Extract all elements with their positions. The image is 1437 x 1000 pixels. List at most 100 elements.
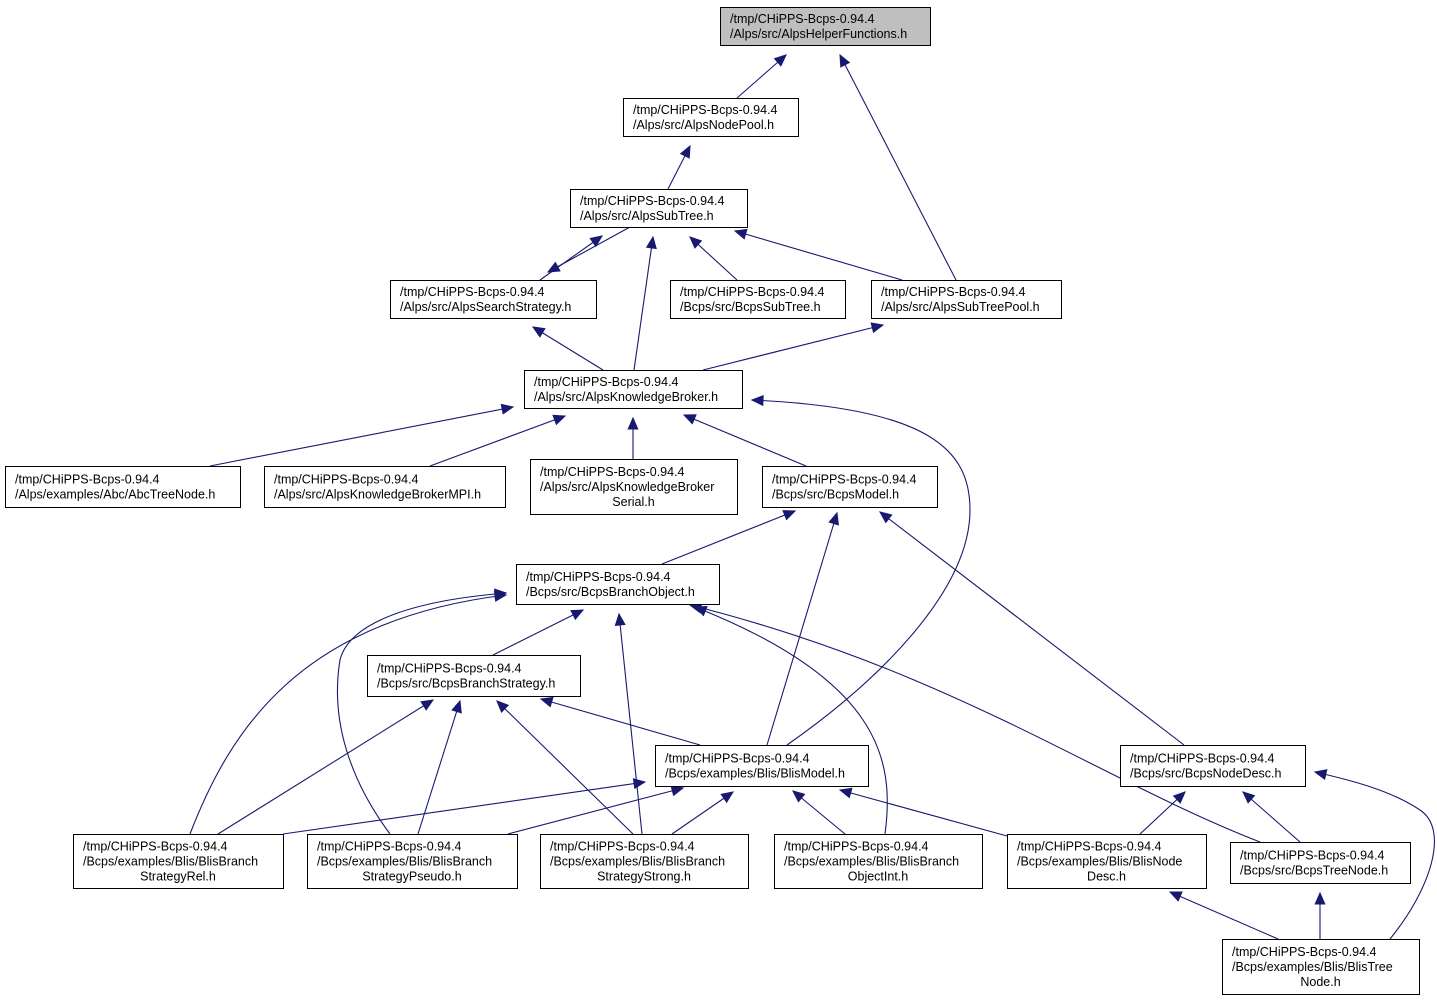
arrowhead-icon — [1242, 791, 1256, 804]
edge-line — [217, 699, 434, 835]
node-box — [5, 466, 241, 508]
node-label-line: Serial.h — [612, 495, 654, 509]
edge-line — [1169, 891, 1279, 940]
node-label-line: /Bcps/src/BcpsTreeNode.h — [1240, 864, 1388, 878]
node-branchobject[interactable]: /tmp/CHiPPS-Bcps-0.94.4/Bcps/src/BcpsBra… — [516, 564, 720, 605]
arrowhead-icon — [627, 416, 639, 430]
node-label-line: /Bcps/src/BcpsNodeDesc.h — [1130, 767, 1281, 781]
node-boint[interactable]: /tmp/CHiPPS-Bcps-0.94.4/Bcps/examples/Bl… — [774, 834, 983, 889]
node-kbrokerserial[interactable]: /tmp/CHiPPS-Bcps-0.94.4/Alps/src/AlpsKno… — [530, 459, 738, 515]
arrowhead-icon — [782, 510, 797, 521]
edge-line — [507, 787, 684, 835]
node-subtree[interactable]: /tmp/CHiPPS-Bcps-0.94.4/Alps/src/AlpsSub… — [570, 189, 748, 228]
node-label-line: /tmp/CHiPPS-Bcps-0.94.4 — [534, 375, 679, 389]
node-kbrokermpi[interactable]: /tmp/CHiPPS-Bcps-0.94.4/Alps/src/AlpsKno… — [264, 466, 506, 508]
node-label-line: /Alps/examples/Abc/AbcTreeNode.h — [15, 488, 215, 502]
edge-blismodel-to-kbroker — [750, 394, 971, 746]
edge-bsstrong-to-branchobject — [614, 612, 643, 835]
arrowhead-icon — [570, 609, 585, 621]
node-nodepool[interactable]: /tmp/CHiPPS-Bcps-0.94.4/Alps/src/AlpsNod… — [623, 98, 799, 137]
node-box — [307, 834, 518, 889]
node-box — [762, 466, 938, 508]
edge-line — [689, 604, 1261, 843]
arrowhead-icon — [773, 54, 787, 67]
edge-blisnodedesc-to-blismodel — [838, 787, 1008, 837]
node-label-line: /tmp/CHiPPS-Bcps-0.94.4 — [1240, 849, 1385, 863]
node-label-line: /Bcps/src/BcpsBranchStrategy.h — [377, 677, 555, 691]
arrowhead-icon — [838, 787, 853, 799]
node-label-line: /tmp/CHiPPS-Bcps-0.94.4 — [784, 840, 929, 854]
arrowhead-icon — [539, 696, 554, 708]
node-bcpssubtree[interactable]: /tmp/CHiPPS-Bcps-0.94.4/Bcps/src/BcpsSub… — [670, 280, 846, 319]
node-label-line: /tmp/CHiPPS-Bcps-0.94.4 — [400, 285, 545, 299]
node-bspseudo[interactable]: /tmp/CHiPPS-Bcps-0.94.4/Bcps/examples/Bl… — [307, 834, 518, 889]
node-bcpstreenode[interactable]: /tmp/CHiPPS-Bcps-0.94.4/Bcps/src/BcpsTre… — [1230, 842, 1411, 884]
node-label-line: /Alps/src/AlpsSubTree.h — [580, 209, 714, 223]
edge-bsstrong-to-blismodel — [671, 791, 735, 835]
node-box — [1222, 939, 1420, 995]
edge-bcpstreenode-to-branchobject — [688, 602, 1261, 843]
edge-bspseudo-to-branchobject — [336, 588, 508, 835]
node-label-line: /Bcps/examples/Blis/BlisBranch — [83, 855, 258, 869]
node-helper: /tmp/CHiPPS-Bcps-0.94.4/Alps/src/AlpsHel… — [720, 7, 931, 46]
node-label-line: /tmp/CHiPPS-Bcps-0.94.4 — [540, 465, 685, 479]
edge-line — [839, 54, 957, 281]
node-subtreepool[interactable]: /tmp/CHiPPS-Bcps-0.94.4/Alps/src/AlpsSub… — [871, 280, 1062, 319]
arrowhead-icon — [496, 700, 510, 714]
node-label-line: /Bcps/examples/Blis/BlisBranch — [784, 855, 959, 869]
edge-bcpsmodel-to-kbroker — [682, 414, 807, 467]
arrowhead-icon — [531, 326, 546, 338]
node-label-line: /tmp/CHiPPS-Bcps-0.94.4 — [1017, 840, 1162, 854]
edge-abctreenode-to-kbroker — [209, 403, 515, 467]
node-label-line: /Alps/src/AlpsKnowledgeBroker.h — [534, 390, 718, 404]
edge-searchstrategy-to-subtree — [539, 235, 604, 281]
node-branchstrategy[interactable]: /tmp/CHiPPS-Bcps-0.94.4/Bcps/src/BcpsBra… — [367, 655, 581, 697]
edge-subtree-to-nodepool — [667, 144, 691, 190]
node-label-line: /tmp/CHiPPS-Bcps-0.94.4 — [15, 473, 160, 487]
arrowhead-icon — [614, 612, 626, 627]
node-blisnodedesc[interactable]: /tmp/CHiPPS-Bcps-0.94.4/Bcps/examples/Bl… — [1007, 834, 1207, 889]
node-label-line: ObjectInt.h — [848, 870, 908, 884]
node-bsrel[interactable]: /tmp/CHiPPS-Bcps-0.94.4/Bcps/examples/Bl… — [73, 834, 284, 889]
edge-line — [694, 606, 888, 835]
arrowhead-icon — [689, 236, 703, 249]
node-label-line: /tmp/CHiPPS-Bcps-0.94.4 — [317, 840, 462, 854]
node-kbroker[interactable]: /tmp/CHiPPS-Bcps-0.94.4/Alps/src/AlpsKno… — [524, 370, 743, 409]
edge-line — [496, 700, 634, 835]
arrowhead-icon — [792, 790, 806, 803]
arrowhead-icon — [1168, 891, 1183, 902]
edge-subtreepool-to-helper — [839, 53, 957, 281]
arrowhead-icon — [750, 394, 764, 407]
edge-line — [429, 415, 566, 467]
arrowhead-icon — [682, 414, 697, 425]
arrowhead-icon — [720, 791, 735, 804]
edge-line — [734, 230, 903, 281]
arrowhead-icon — [494, 588, 508, 600]
edge-bsstrong-to-branchstrategy — [496, 700, 634, 835]
node-box — [516, 564, 720, 605]
edge-kbroker-to-subtree — [633, 235, 657, 371]
node-blismodel[interactable]: /tmp/CHiPPS-Bcps-0.94.4/Bcps/examples/Bl… — [655, 745, 869, 787]
node-label-line: /Alps/src/AlpsNodePool.h — [633, 118, 774, 132]
edge-boint-to-blismodel — [792, 790, 846, 835]
node-bcpsnodedesc[interactable]: /tmp/CHiPPS-Bcps-0.94.4/Bcps/src/BcpsNod… — [1120, 745, 1306, 787]
edge-kbrokermpi-to-kbroker — [429, 414, 567, 467]
node-label-line: /tmp/CHiPPS-Bcps-0.94.4 — [730, 12, 875, 26]
node-box — [720, 7, 931, 46]
node-abctreenode[interactable]: /tmp/CHiPPS-Bcps-0.94.4/Alps/examples/Ab… — [5, 466, 241, 508]
arrowhead-icon — [589, 235, 604, 248]
node-bsstrong[interactable]: /tmp/CHiPPS-Bcps-0.94.4/Bcps/examples/Bl… — [540, 834, 749, 889]
node-box — [1007, 834, 1207, 889]
node-label-line: /tmp/CHiPPS-Bcps-0.94.4 — [881, 285, 1026, 299]
node-box — [871, 280, 1062, 319]
node-blistreenode[interactable]: /tmp/CHiPPS-Bcps-0.94.4/Bcps/examples/Bl… — [1222, 939, 1420, 995]
edge-bsrel-to-branchstrategy — [217, 699, 435, 835]
edge-line — [336, 592, 507, 835]
node-label-line: /Bcps/src/BcpsModel.h — [772, 488, 899, 502]
edge-line — [532, 326, 604, 371]
node-searchstrategy[interactable]: /tmp/CHiPPS-Bcps-0.94.4/Alps/src/AlpsSea… — [390, 280, 597, 319]
edge-line — [751, 399, 971, 746]
node-bcpsmodel[interactable]: /tmp/CHiPPS-Bcps-0.94.4/Bcps/src/BcpsMod… — [762, 466, 938, 508]
node-label-line: /Alps/src/AlpsKnowledgeBroker — [540, 480, 714, 494]
